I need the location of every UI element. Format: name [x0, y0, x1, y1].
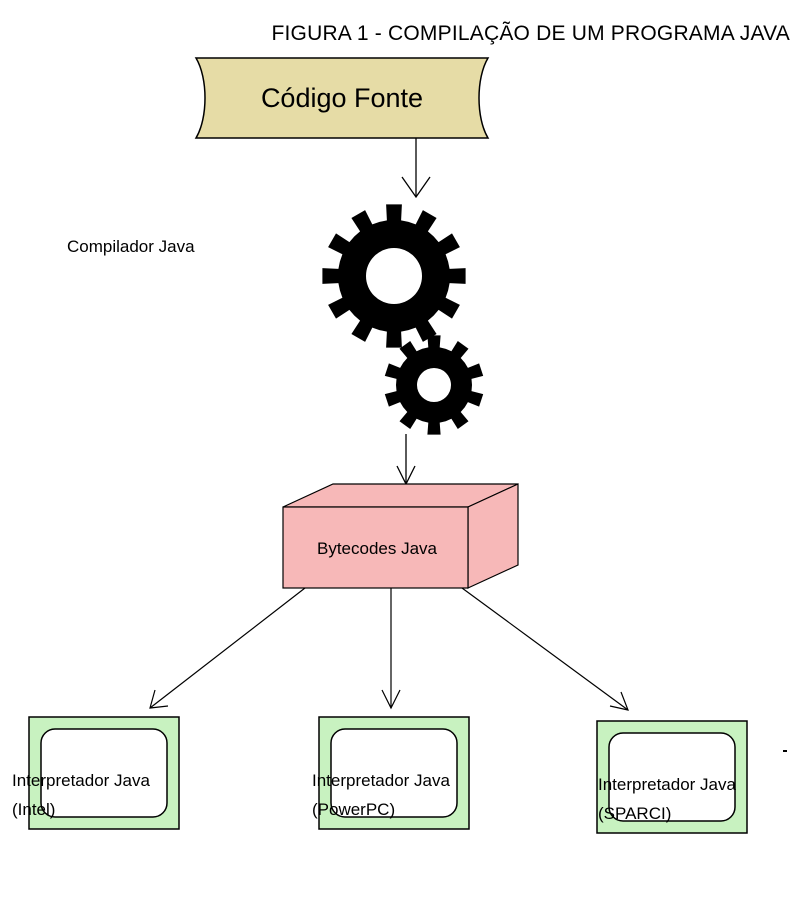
- interpreter-label-powerpc: Interpretador Java (PowerPC): [312, 766, 450, 824]
- arrow-bytecodes-to-intel: [149, 587, 306, 709]
- bytecodes-node: [282, 483, 519, 589]
- interpreter-label-intel: Interpretador Java (Intel): [12, 766, 150, 824]
- large-gear-icon: [322, 204, 466, 348]
- arrow-compiler-to-bytecodes: [396, 434, 416, 486]
- bytecodes-label: Bytecodes Java: [316, 539, 437, 558]
- compiler-label: Compilador Java: [67, 237, 195, 256]
- arrow-bytecodes-to-sparci: [461, 587, 629, 711]
- interpreter-name: Interpretador Java: [312, 771, 450, 790]
- interpreter-name: Interpretador Java: [598, 775, 736, 794]
- gears-icon: [322, 204, 484, 435]
- interpreter-platform: (Intel): [12, 800, 56, 819]
- interpreter-platform: (PowerPC): [312, 800, 396, 819]
- arrow-bytecodes-to-powerpc: [381, 588, 401, 710]
- monitor-sparci: [596, 720, 748, 834]
- stray-mark: [783, 750, 787, 752]
- source-code-label: Código Fonte: [260, 83, 424, 113]
- interpreter-platform: (SPARCI): [598, 804, 672, 823]
- figure-title: FIGURA 1 - COMPILAÇÃO DE UM PROGRAMA JAV…: [271, 22, 790, 45]
- small-gear-icon: [384, 335, 484, 435]
- monitor-powerpc: [318, 716, 470, 830]
- interpreter-name: Interpretador Java: [12, 771, 150, 790]
- interpreter-label-sparci: Interpretador Java (SPARCI): [598, 770, 736, 828]
- source-code-node: [194, 57, 490, 139]
- monitor-intel: [28, 716, 180, 830]
- arrow-source-to-compiler: [401, 138, 431, 199]
